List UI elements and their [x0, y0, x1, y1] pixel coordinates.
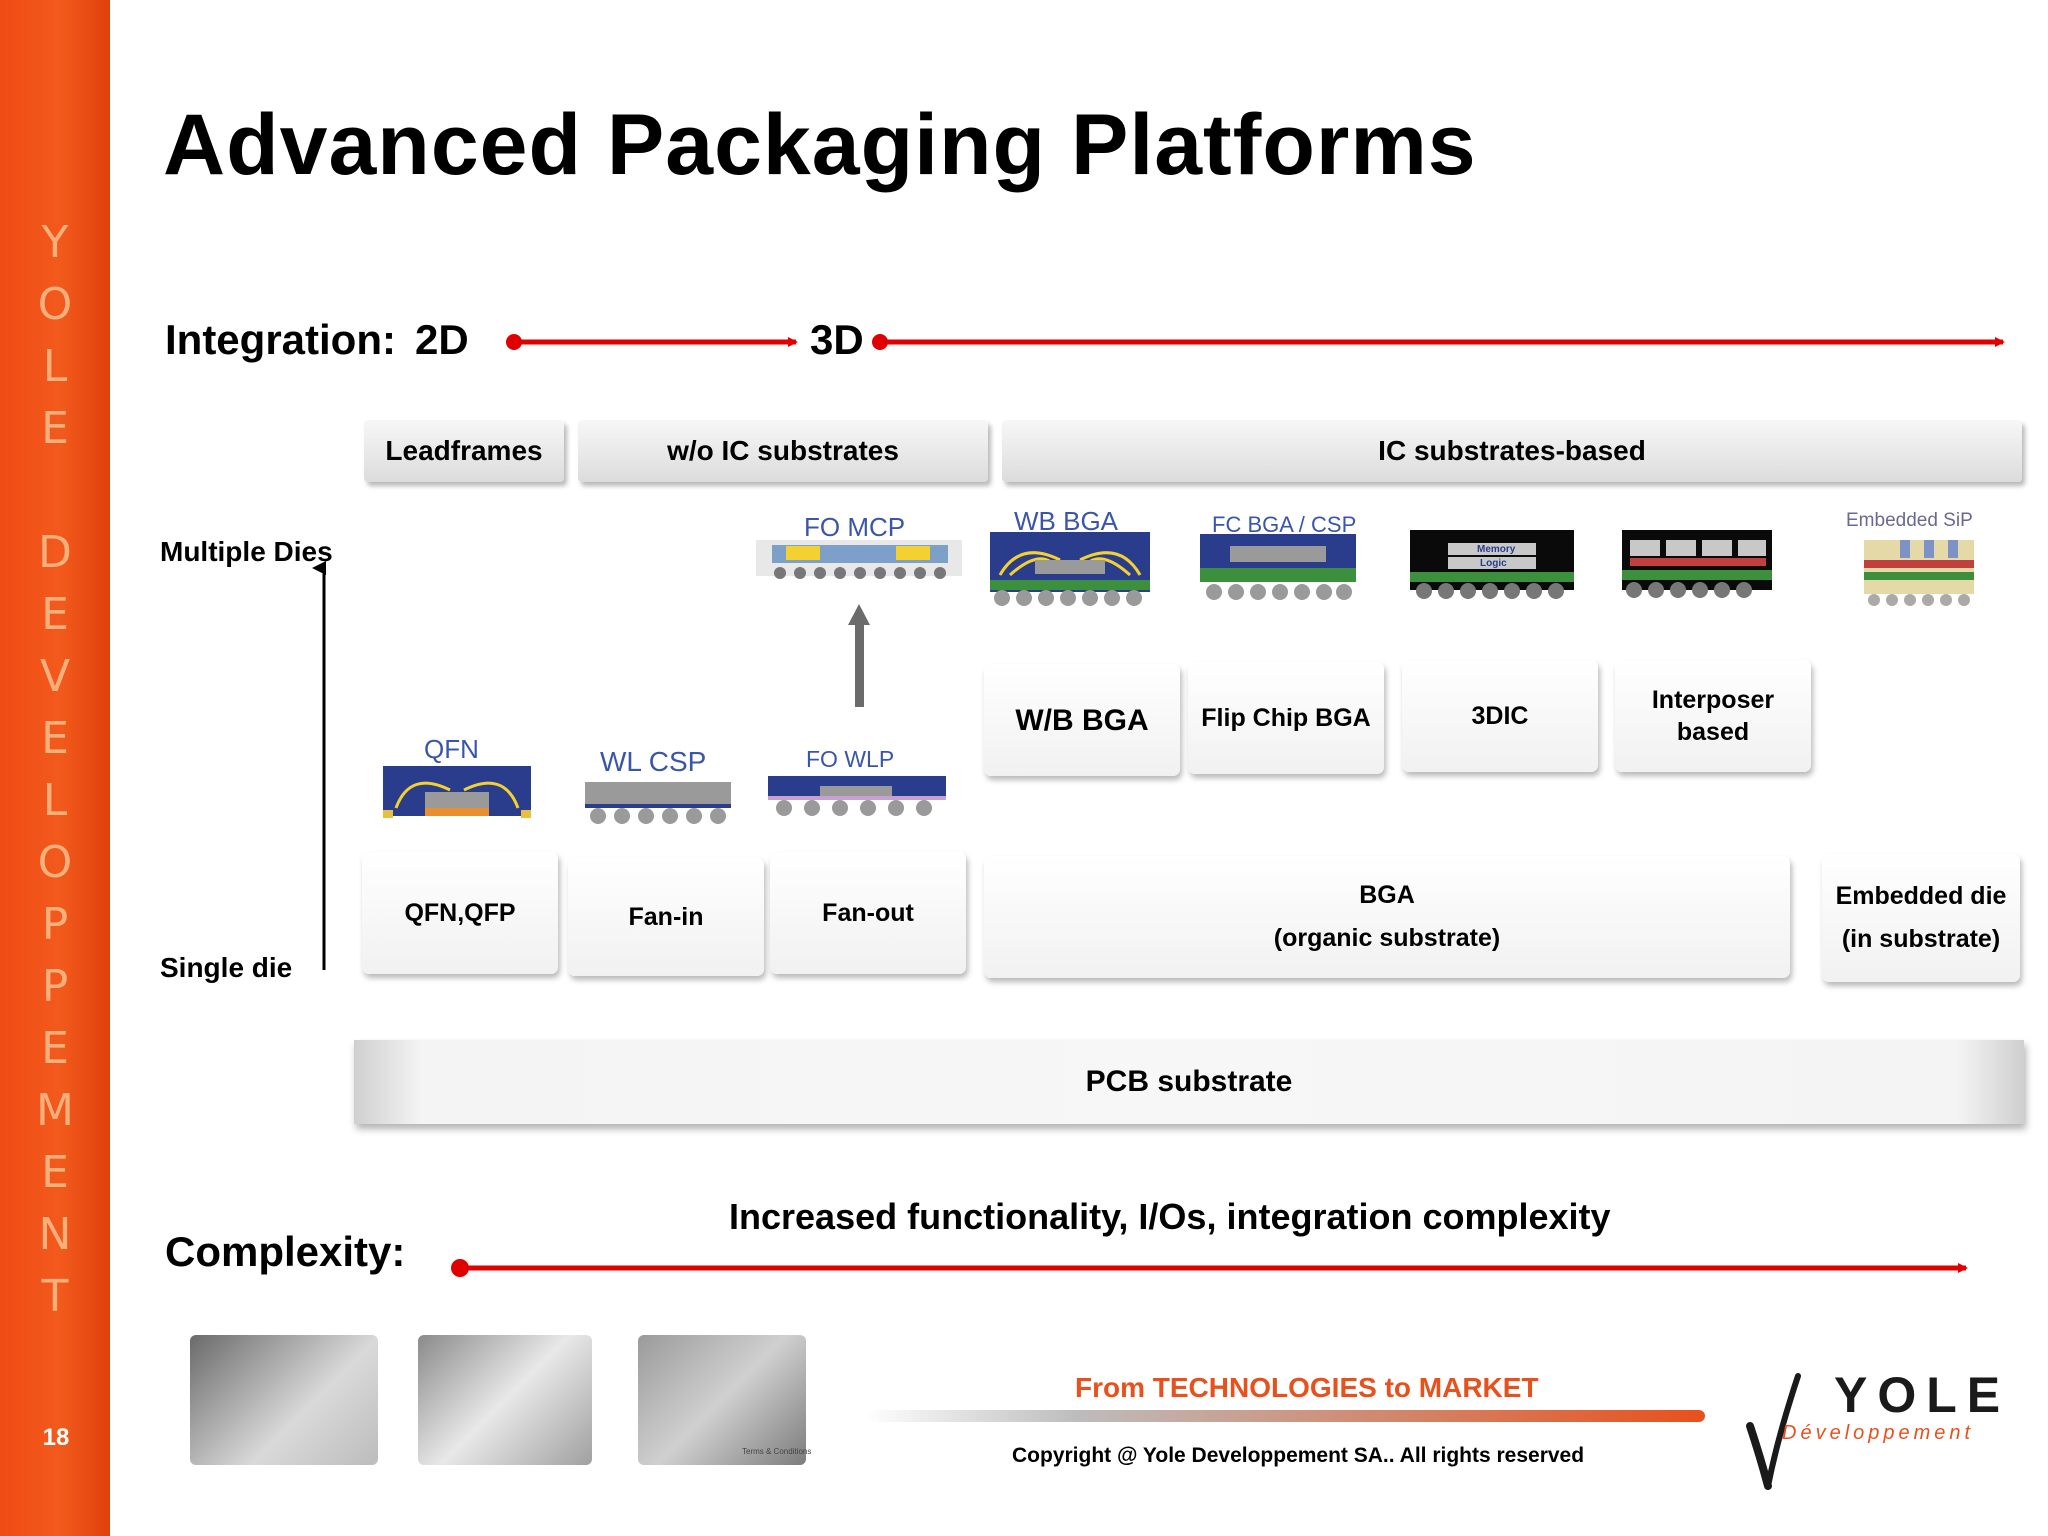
- wb-bga-package-icon: [990, 532, 1150, 606]
- yole-logo-name: YOLE: [1834, 1367, 2011, 1423]
- fo-wlp-caption: FO WLP: [806, 746, 895, 772]
- yole-logo-mark-icon: [1746, 1373, 1801, 1490]
- sidebar-letter: L: [42, 341, 68, 392]
- box-interposer-based: Interposer based: [1615, 660, 1811, 772]
- box-embedded-line2: (in substrate): [1841, 925, 2001, 953]
- footer-gradient-bar: [865, 1410, 1705, 1422]
- sidebar-letter: V: [39, 651, 71, 702]
- box-bga-organic: BGA (organic substrate): [984, 856, 1790, 978]
- sidebar-letter: E: [41, 713, 69, 764]
- box-flip-chip-bga: Flip Chip BGA: [1188, 662, 1384, 774]
- sidebar-letter: L: [42, 775, 68, 826]
- sidebar-letter: O: [37, 837, 73, 888]
- sidebar-letter: O: [37, 279, 73, 330]
- box-fan-in-label: Fan-in: [628, 902, 704, 931]
- box-qfn-qfp-label: QFN,QFP: [404, 898, 516, 927]
- integration-arrow: [506, 334, 2005, 350]
- complexity-arrow: [451, 1259, 1968, 1277]
- fc-bga-package-icon: [1200, 534, 1356, 600]
- fo-mcp-package-icon: [756, 540, 962, 579]
- box-wb-bga-label: W/B BGA: [1015, 703, 1149, 737]
- box-embedded-die: Embedded die (in substrate): [1822, 854, 2020, 982]
- box-bga-line1: BGA: [1359, 881, 1415, 909]
- wl-csp-caption: WL CSP: [600, 746, 707, 777]
- wl-csp-package-icon: [585, 782, 731, 824]
- sidebar-letter: Y: [41, 217, 69, 268]
- sidebar-letter: E: [41, 403, 69, 454]
- business-meeting-photo: [190, 1335, 378, 1465]
- category-wo-ic-substrates: w/o IC substrates: [578, 420, 988, 482]
- page-title: Advanced Packaging Platforms: [163, 97, 1477, 193]
- integration-label: Integration:: [165, 316, 396, 364]
- fo-mcp-caption: FO MCP: [804, 512, 906, 542]
- complexity-label: Complexity:: [165, 1228, 405, 1276]
- box-interposer-line2: based: [1676, 718, 1750, 746]
- pcb-substrate-label: PCB substrate: [1085, 1065, 1293, 1098]
- fc-bga-caption: FC BGA / CSP: [1212, 512, 1357, 537]
- sidebar: Y O L E D E V E L O P P E M E N T 18: [0, 0, 110, 1536]
- integration-colon: :: [382, 316, 396, 363]
- box-fan-out-label: Fan-out: [822, 898, 914, 927]
- complexity-caption: Increased functionality, I/Os, integrati…: [729, 1196, 1611, 1237]
- sidebar-letter: E: [41, 1147, 69, 1198]
- photo-caption: Terms & Conditions: [742, 1447, 812, 1456]
- qfn-caption: QFN: [424, 734, 479, 764]
- pcb-substrate-bar: PCB substrate: [354, 1040, 2024, 1124]
- sidebar-letter: P: [41, 961, 69, 1012]
- embedded-sip-caption: Embedded SiP: [1846, 510, 1973, 531]
- sidebar-letter: E: [41, 589, 69, 640]
- complexity-colon: :: [391, 1228, 406, 1275]
- fo-wlp-package-icon: [768, 776, 946, 816]
- sidebar-letter: P: [41, 899, 69, 950]
- box-wb-bga: W/B BGA: [984, 664, 1180, 776]
- box-qfn-qfp: QFN,QFP: [362, 852, 558, 974]
- integration-2d-label: 2D: [415, 316, 469, 363]
- interposer-package-icon: [1622, 530, 1772, 598]
- axis-label-multiple-dies: Multiple Dies: [160, 536, 333, 567]
- category-leadframes: Leadframes: [364, 420, 564, 482]
- integration-3d-label: 3D: [810, 316, 864, 363]
- box-fan-in: Fan-in: [568, 858, 764, 976]
- sidebar-letter: N: [38, 1209, 72, 1260]
- box-3dic-label: 3DIC: [1471, 701, 1529, 730]
- box-flip-chip-bga-label: Flip Chip BGA: [1201, 703, 1371, 732]
- box-interposer-line1: Interposer: [1651, 686, 1775, 714]
- footer-copyright: Copyright @ Yole Developpement SA.. All …: [1012, 1444, 1585, 1467]
- sidebar-letter: M: [36, 1085, 74, 1136]
- sidebar-letter: D: [38, 527, 72, 578]
- box-3dic: 3DIC: [1402, 660, 1598, 772]
- sidebar-letter: E: [41, 1023, 69, 1074]
- category-ic-substrates-based: IC substrates-based: [1002, 420, 2022, 482]
- yole-logo-sub: Développement: [1782, 1422, 1975, 1444]
- handshake-photo: Terms & Conditions: [638, 1335, 811, 1465]
- qfn-package-icon: [383, 766, 531, 818]
- 3dic-package-icon: [1410, 530, 1574, 599]
- sidebar-letter: T: [41, 1271, 69, 1322]
- box-bga-line2: (organic substrate): [1273, 924, 1501, 952]
- box-embedded-line1: Embedded die: [1835, 882, 2007, 910]
- calculator-chart-photo: [418, 1335, 592, 1465]
- axis-label-single-die: Single die: [160, 952, 293, 983]
- embedded-sip-package-icon: [1864, 540, 1974, 606]
- wb-bga-caption: WB BGA: [1014, 506, 1119, 536]
- logic-label: Logic: [1480, 558, 1507, 569]
- memory-label: Memory: [1477, 544, 1516, 555]
- footer-tagline: From TECHNOLOGIES to MARKET: [1075, 1372, 1539, 1403]
- complexity-label-text: Complexity: [165, 1228, 392, 1275]
- integration-label-text: Integration: [165, 316, 382, 363]
- sidebar-brand-letters: Y O L E D E V E L O P P E M E N T: [0, 212, 110, 1328]
- box-fan-out: Fan-out: [770, 852, 966, 974]
- fo-upgrade-arrow: [848, 604, 870, 707]
- page-number: 18: [42, 1424, 70, 1451]
